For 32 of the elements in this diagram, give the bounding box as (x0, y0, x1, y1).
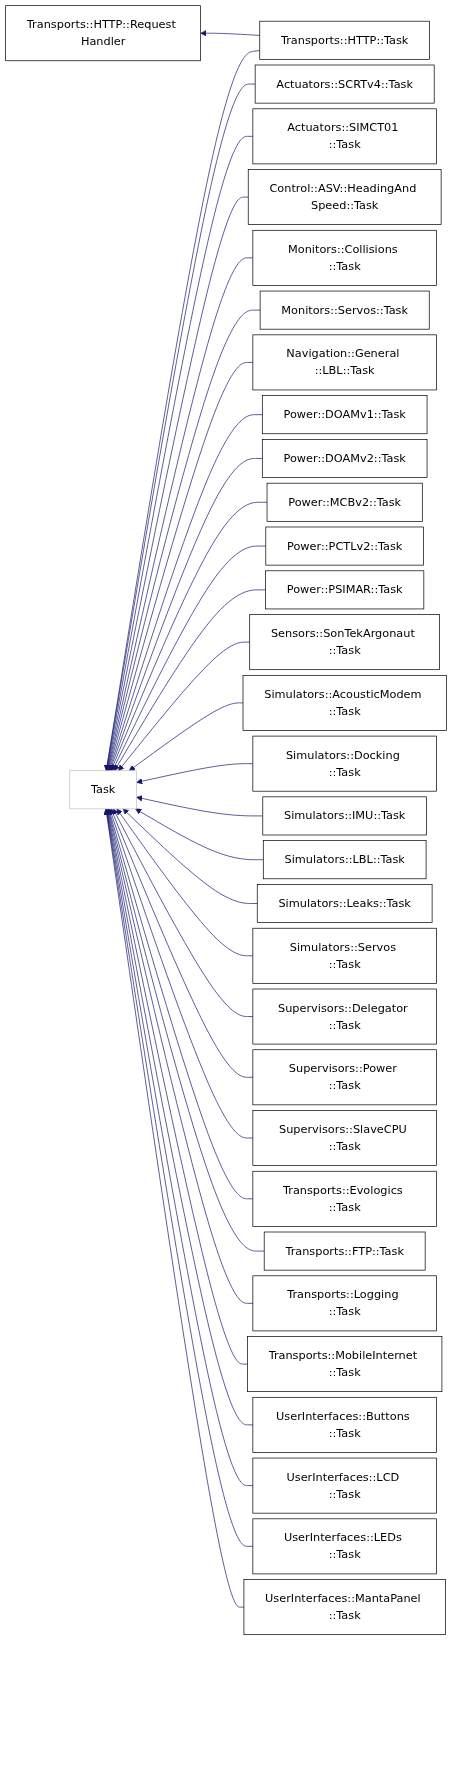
node-box: Power::PCTLv2::Task (265, 526, 424, 566)
node-box: Simulators::Servos ::Task (252, 927, 437, 984)
node-box: UserInterfaces::LEDs ::Task (252, 1518, 437, 1575)
node-box: UserInterfaces::Buttons ::Task (252, 1396, 437, 1453)
node-box: Monitors::Collisions ::Task (252, 229, 437, 286)
node-box: Transports::MobileInternet ::Task (247, 1336, 443, 1392)
node-box: Power::MCBv2::Task (266, 482, 423, 522)
node-box: UserInterfaces::MantaPanel ::Task (243, 1579, 446, 1635)
node-box: Supervisors::Delegator ::Task (252, 988, 437, 1045)
node-box: Simulators::IMU::Task (262, 796, 427, 836)
node-box: Transports::Logging ::Task (252, 1275, 437, 1332)
node-box: Transports::HTTP::Task (259, 20, 430, 60)
node-box: Control::ASV::HeadingAnd Speed::Task (247, 169, 442, 225)
node-box: UserInterfaces::LCD ::Task (252, 1457, 437, 1514)
node-box: Task (69, 770, 137, 810)
node-box: Transports::FTP::Task (263, 1231, 426, 1271)
node-box: Simulators::LBL::Task (262, 840, 427, 880)
node-box: Transports::Evologics ::Task (252, 1170, 437, 1227)
node-box: Actuators::SIMCT01 ::Task (252, 108, 437, 165)
node-box: Power::DOAMv2::Task (261, 439, 428, 478)
node-box: Monitors::Servos::Task (259, 290, 430, 330)
node-box: Power::DOAMv1::Task (261, 395, 428, 435)
node-box: Navigation::General ::LBL::Task (252, 334, 437, 391)
node-box: Sensors::SonTekArgonaut ::Task (249, 614, 440, 671)
node-box: Simulators::AcousticModem ::Task (242, 675, 447, 731)
node-box: Transports::HTTP::Request Handler (5, 5, 201, 62)
node-box: Supervisors::SlaveCPU ::Task (252, 1110, 437, 1166)
node-box: Supervisors::Power ::Task (252, 1049, 437, 1106)
node-box: Simulators::Docking ::Task (252, 735, 437, 792)
node-box: Simulators::Leaks::Task (256, 884, 433, 923)
node-box: Actuators::SCRTv4::Task (254, 64, 435, 104)
node-box: Power::PSIMAR::Task (265, 570, 425, 610)
